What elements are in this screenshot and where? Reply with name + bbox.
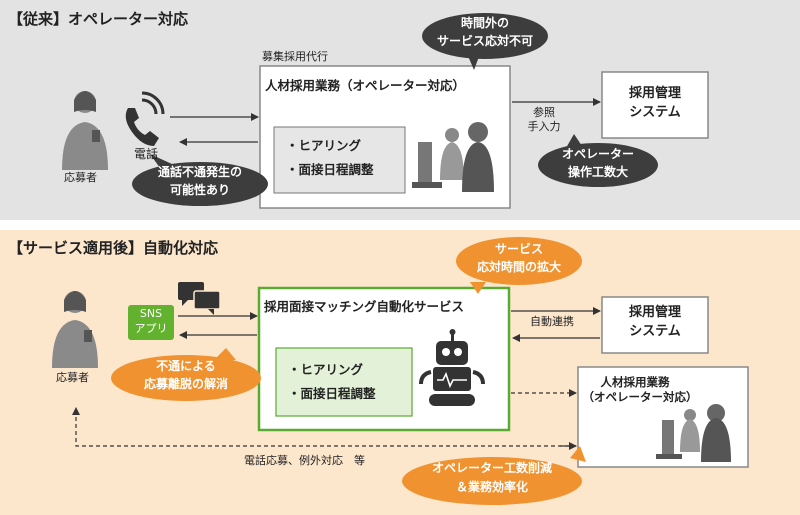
bubble-left-tail: [150, 154, 172, 168]
chat-icon: [178, 282, 221, 315]
agency-label: 募集採用代行: [262, 50, 328, 63]
phone-icon: [125, 91, 165, 146]
robot-icon: [419, 329, 485, 406]
bubble-left-bottom-tail: [214, 348, 236, 360]
operator-box-line-2: （オペレーター対応）: [582, 390, 698, 404]
dashed-arrow-phone-exception: [72, 407, 576, 447]
section-title-top: 【従来】オペレーター対応: [8, 10, 189, 28]
bubble-bottom-line-1: オペレーター工数削減: [431, 461, 552, 475]
bubble-left-shape: [132, 162, 268, 206]
sns-label-line-2: アプリ: [134, 322, 168, 335]
bubble-left-top-line-2: 可能性あり: [169, 183, 230, 197]
service-box-title: 採用面接マッチング自動化サービス: [264, 299, 465, 314]
bubble-bottom-shape: [402, 457, 582, 505]
operator-box-line-1: 人材採用業務: [600, 375, 670, 389]
main-box-top-item-2: ・面接日程調整: [286, 162, 374, 177]
system-box-bottom: [601, 296, 709, 354]
bubble-bottom-tail: [570, 446, 586, 462]
phone-label: 電話: [134, 147, 159, 161]
bubble-left-bottom-line-2: 応募離脱の解消: [143, 377, 228, 391]
operator-illustration-icon: [412, 122, 494, 192]
ref-label-line-1: 参照: [533, 106, 555, 119]
bubble-right-shape: [538, 143, 658, 187]
bubble-right-line-1: オペレーター: [561, 147, 634, 161]
sns-label-line-1: SNS: [139, 307, 163, 320]
bubble-service-tail: [470, 282, 486, 294]
bubble-left-bottom-shape: [111, 355, 261, 401]
phone-exception-label: 電話応募、例外対応 等: [244, 454, 365, 467]
service-box-item-1: ・ヒアリング: [288, 362, 364, 377]
bubble-top-line-1: 時間外の: [460, 16, 509, 30]
ref-label-line-2: 手入力: [527, 120, 561, 133]
bubble-service-line-2: 応対時間の拡大: [476, 260, 561, 274]
service-box-item-2: ・面接日程調整: [288, 386, 376, 401]
main-box-top-item-1: ・ヒアリング: [286, 138, 362, 153]
applicant-label-top: 応募者: [64, 171, 97, 184]
system-top-line-2: システム: [629, 105, 681, 120]
system-bottom-line-2: システム: [629, 324, 681, 339]
operator-illustration-bottom-icon: [656, 404, 731, 462]
applicant-person-bottom-icon: [52, 291, 98, 368]
bubble-service-shape: [456, 237, 582, 285]
section-title-bottom: 【サービス適用後】自動化対応: [8, 239, 219, 257]
applicant-label-bottom: 応募者: [56, 371, 89, 384]
system-bottom-line-1: 採用管理: [628, 305, 681, 320]
main-box-top-title: 人材採用業務（オペレーター対応）: [265, 78, 466, 93]
system-box-top: [601, 71, 709, 139]
service-box-inner: [275, 347, 413, 417]
bubble-bottom-line-2: ＆業務効率化: [455, 480, 528, 494]
applicant-person-icon: [62, 91, 108, 170]
system-top-line-1: 採用管理: [628, 86, 681, 101]
bubble-left-top-line-1: 通話不通発生の: [157, 165, 242, 179]
main-box-top-inner: [273, 126, 406, 194]
bubble-left-bottom-line-1: 不通による: [156, 359, 216, 373]
bubble-right-line-2: 操作工数大: [567, 165, 628, 179]
bubble-top-line-2: サービス応対不可: [436, 34, 533, 48]
sns-app-box: [128, 305, 174, 340]
bubble-top-shape: [422, 13, 548, 59]
auto-link-label: 自動連携: [530, 315, 574, 328]
bubble-service-line-1: サービス: [494, 242, 543, 256]
